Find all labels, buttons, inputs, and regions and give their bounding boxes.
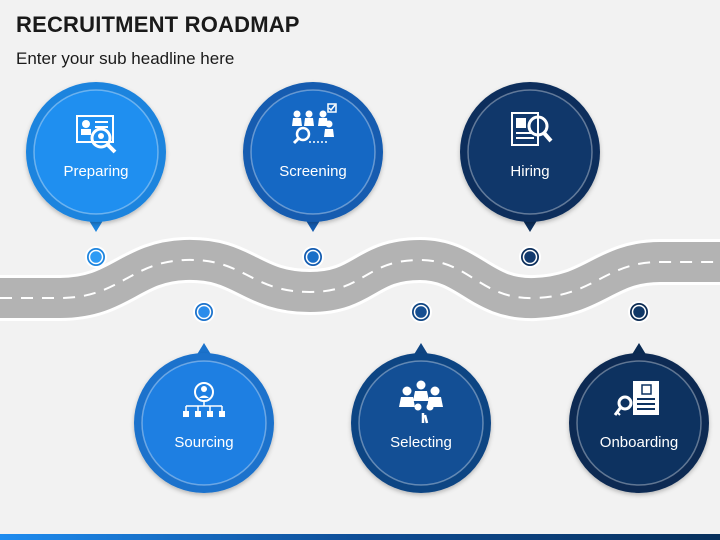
road-marker-core xyxy=(413,304,429,320)
circle-inner-selecting xyxy=(358,360,484,486)
step-screening: Screening xyxy=(243,82,383,268)
step-selecting: Selecting xyxy=(351,301,491,493)
candidate-shortlist-icon xyxy=(292,103,337,145)
circle-inner-hiring xyxy=(467,89,593,215)
bottom-accent-bar xyxy=(0,534,720,540)
circle-inner-preparing xyxy=(33,89,159,215)
road-marker-core xyxy=(631,304,647,320)
candidate-profile-search-icon xyxy=(76,115,117,154)
step-label-selecting: Selecting xyxy=(390,434,452,451)
road-marker-core xyxy=(305,249,321,265)
step-label-preparing: Preparing xyxy=(63,163,128,180)
org-chart-person-icon xyxy=(183,382,225,417)
step-label-screening: Screening xyxy=(279,163,347,180)
step-hiring: Hiring xyxy=(460,82,600,268)
road xyxy=(0,236,720,322)
circle-inner-sourcing xyxy=(141,360,267,486)
road-marker-core xyxy=(522,249,538,265)
team-select-icon xyxy=(399,380,443,424)
road-marker-core xyxy=(88,249,104,265)
step-sourcing: Sourcing xyxy=(134,301,274,493)
road-marker-core xyxy=(196,304,212,320)
page-title: RECRUITMENT ROADMAP xyxy=(16,12,300,37)
step-preparing: Preparing xyxy=(26,82,166,268)
step-label-sourcing: Sourcing xyxy=(174,434,233,451)
document-key-icon xyxy=(613,381,659,416)
step-label-hiring: Hiring xyxy=(510,163,549,180)
circle-inner-onboarding xyxy=(576,360,702,486)
step-label-onboarding: Onboarding xyxy=(600,434,678,451)
resume-search-icon xyxy=(511,112,553,146)
page-subtitle: Enter your sub headline here xyxy=(16,49,235,68)
circle-inner-screening xyxy=(250,89,376,215)
step-onboarding: Onboarding xyxy=(569,301,709,493)
